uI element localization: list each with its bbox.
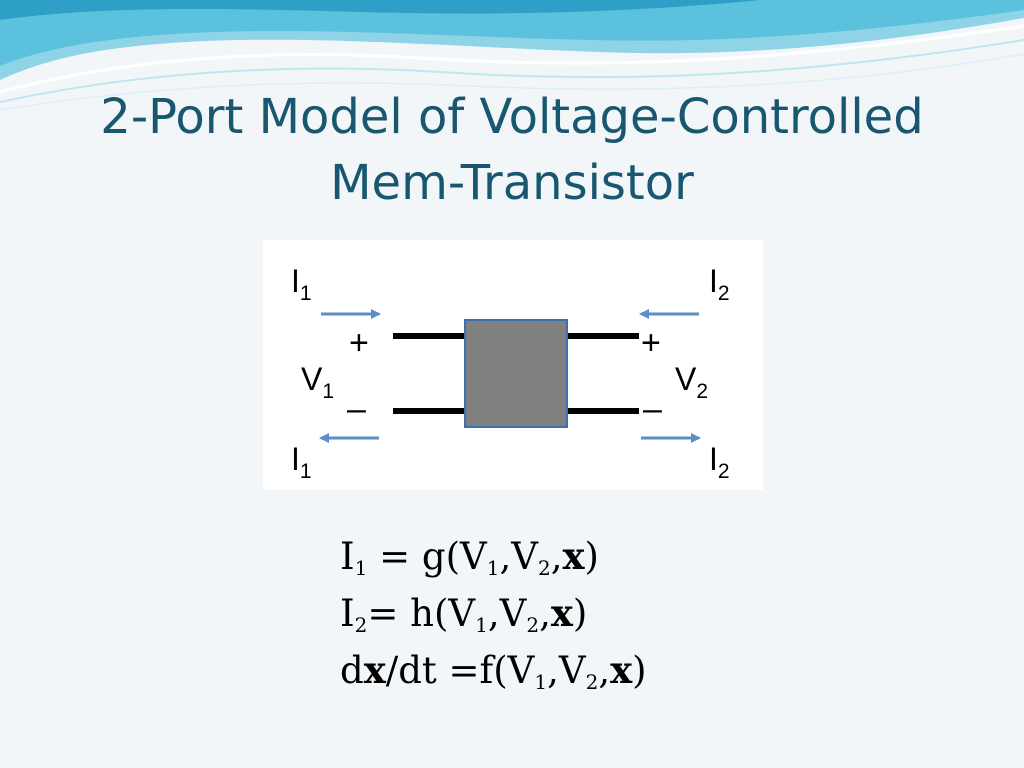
right-current-in-label: I2 bbox=[709, 263, 730, 305]
header-wave-decoration bbox=[0, 0, 1024, 111]
right-minus-sign: – bbox=[643, 390, 662, 428]
right-current-out-label: I2 bbox=[709, 441, 730, 483]
equations-block: I1 = g(V1,V2,x) I2= h(V1,V2,x) dx/dt =f(… bbox=[340, 528, 647, 699]
left-plus-sign: + bbox=[349, 324, 369, 362]
left-current-out-label: I1 bbox=[291, 441, 312, 483]
left-current-in-label: I1 bbox=[291, 263, 312, 305]
device-block bbox=[464, 319, 568, 428]
left-voltage-label: V1 bbox=[301, 361, 334, 403]
slide-title-line-1: 2-Port Model of Voltage-Controlled bbox=[100, 89, 924, 145]
equation-state-derivative: dx/dt =f(V1,V2,x) bbox=[340, 648, 647, 694]
left-minus-sign: – bbox=[347, 390, 366, 428]
right-plus-sign: + bbox=[641, 324, 661, 362]
equation-i1: I1 = g(V1,V2,x) bbox=[340, 534, 599, 580]
right-voltage-label: V2 bbox=[675, 361, 708, 403]
equation-i2: I2= h(V1,V2,x) bbox=[340, 591, 588, 637]
two-port-diagram: I1 + V1 – I1 I2 + V2 – I2 bbox=[263, 240, 763, 490]
slide-title-line-2: Mem-Transistor bbox=[330, 155, 694, 211]
slide-title: 2-Port Model of Voltage-Controlled Mem-T… bbox=[0, 84, 1024, 216]
